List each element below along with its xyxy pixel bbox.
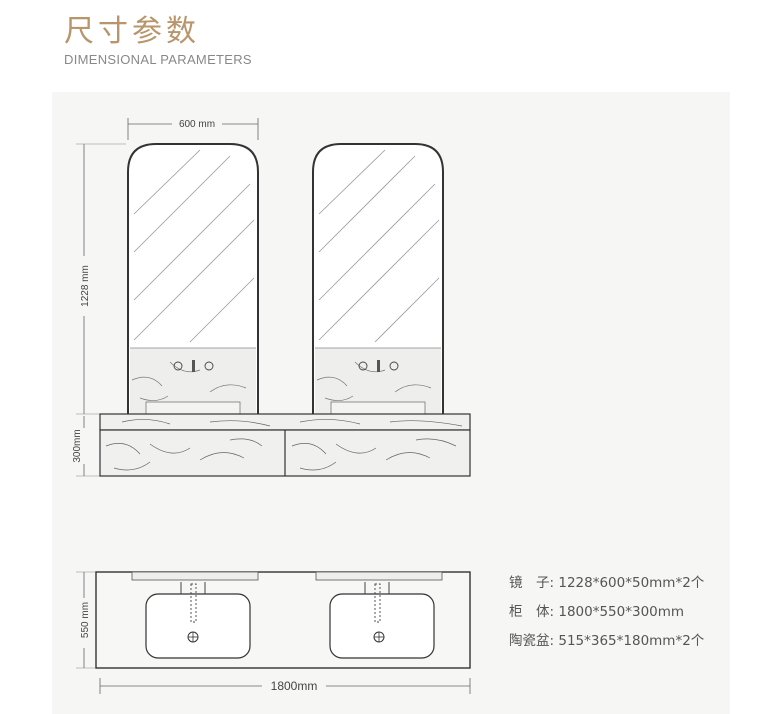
faucet-icon — [190, 583, 197, 623]
cabinet-depth-dimension: 550 mm — [76, 571, 96, 669]
spec-separator: : — [549, 575, 555, 591]
spec-label: 陶瓷盆 — [509, 633, 550, 649]
spec-separator: : — [549, 633, 555, 649]
spec-value: 1228*600*50mm*2个 — [558, 575, 705, 591]
spec-separator: : — [549, 604, 555, 620]
cabinet-height-dimension: 300mm — [72, 416, 100, 477]
right-basin — [329, 593, 435, 659]
spec-label: 镜 子 — [509, 575, 550, 591]
spec-list: 镜 子: 1228*600*50mm*2个 柜 体: 1800*550*300m… — [509, 569, 704, 656]
touch-button-icon — [389, 361, 399, 371]
section-title: 尺寸参数 — [64, 14, 200, 49]
left-basin — [145, 593, 251, 659]
mirror-width-dimension: 600 mm — [127, 118, 259, 140]
spec-value: 515*365*180mm*2个 — [558, 633, 705, 649]
cabinet-depth-label: 550 mm — [80, 602, 91, 638]
total-width-label: 1800mm — [271, 679, 318, 693]
spec-row-mirror: 镜 子: 1228*600*50mm*2个 — [509, 569, 704, 598]
cabinet-front — [99, 413, 471, 477]
faucet-icon — [374, 583, 381, 623]
right-mirror — [312, 143, 444, 415]
cabinet-height-label: 300mm — [72, 429, 83, 462]
total-width-dimension: 1800mm — [99, 678, 471, 694]
touch-button-icon — [204, 361, 214, 371]
mirror-height-dimension: 1228 mm — [76, 143, 126, 415]
mirror-width-label: 600 mm — [179, 119, 215, 130]
mirror-height-label: 1228 mm — [80, 265, 91, 307]
spec-value: 1800*550*300mm — [558, 604, 685, 620]
cabinet-top-view — [95, 571, 471, 669]
sensor-icon — [192, 360, 195, 372]
spec-label: 柜 体 — [509, 604, 550, 620]
spec-row-basin: 陶瓷盆: 515*365*180mm*2个 — [509, 627, 704, 656]
touch-button-icon — [358, 361, 368, 371]
sensor-icon — [377, 360, 380, 372]
spec-row-cabinet: 柜 体: 1800*550*300mm — [509, 598, 704, 627]
left-mirror — [127, 143, 259, 415]
section-subtitle: DIMENSIONAL PARAMETERS — [64, 52, 252, 67]
touch-button-icon — [173, 361, 183, 371]
